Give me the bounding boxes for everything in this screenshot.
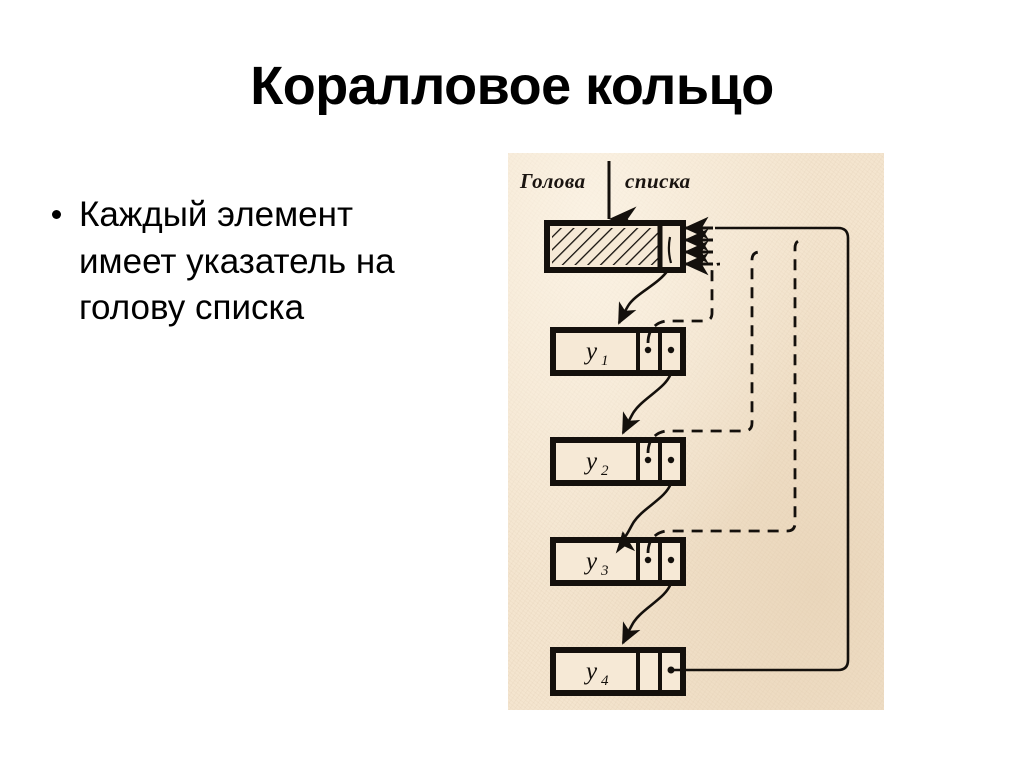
- node-y2-next-pointer-dot: [667, 456, 675, 464]
- node-y1[interactable]: y 1: [550, 327, 686, 376]
- node-y4-label: y: [583, 658, 598, 685]
- page-title: Коралловое кольцо: [250, 56, 774, 116]
- linked-list-diagram: Голова списка y 1: [519, 161, 850, 696]
- list-item: Каждый элемент имеет указатель на голову…: [52, 192, 452, 332]
- link-head-to-y1: [617, 269, 670, 325]
- link-y2-to-head: [646, 250, 761, 454]
- node-y4-box: [550, 647, 686, 696]
- head-backpointer-links: [646, 238, 804, 554]
- link-y4-to-head-ring: [674, 226, 850, 672]
- head-node-data-field: [552, 228, 660, 265]
- diagram-panel: Голова списка y 1: [508, 153, 884, 710]
- next-links: [615, 269, 673, 645]
- node-y3-head-pointer-dot: [644, 556, 652, 564]
- node-y4-next-pointer-dot: [667, 666, 675, 674]
- node-y2-subscript: 2: [601, 463, 609, 479]
- head-node-next-stub: [667, 236, 673, 264]
- diagram-caption-first: Голова: [519, 169, 586, 193]
- node-y3-label: y: [583, 548, 598, 575]
- node-y3-next-pointer-dot: [667, 556, 675, 564]
- bullet-list: Каждый элемент имеет указатель на голову…: [52, 192, 452, 332]
- node-y4[interactable]: y 4: [550, 647, 686, 696]
- link-y2-to-y3: [615, 482, 673, 554]
- link-y3-to-y4: [621, 582, 673, 645]
- node-y1-subscript: 1: [601, 353, 609, 369]
- node-y3-subscript: 3: [600, 563, 609, 579]
- head-incoming-arrows: [683, 216, 713, 276]
- node-y4-subscript: 4: [601, 673, 609, 689]
- link-y3-to-head: [646, 238, 804, 554]
- node-y3-box: [550, 537, 686, 586]
- node-y1-box: [550, 327, 686, 376]
- link-y1-to-y2: [621, 372, 673, 435]
- node-y1-next-pointer-dot: [667, 346, 675, 354]
- node-y1-head-pointer-dot: [644, 346, 652, 354]
- node-y2-box: [550, 437, 686, 486]
- bullet-dot-icon: [52, 210, 61, 219]
- node-y2-label: y: [583, 448, 598, 475]
- node-y3[interactable]: y 3: [550, 537, 686, 586]
- node-y1-label: y: [583, 338, 598, 365]
- head-node[interactable]: [544, 220, 686, 273]
- diagram-caption-second: списка: [625, 169, 691, 193]
- node-y2[interactable]: y 2: [550, 437, 686, 486]
- node-y2-head-pointer-dot: [644, 456, 652, 464]
- bullet-item-text: Каждый элемент имеет указатель на голову…: [79, 195, 395, 328]
